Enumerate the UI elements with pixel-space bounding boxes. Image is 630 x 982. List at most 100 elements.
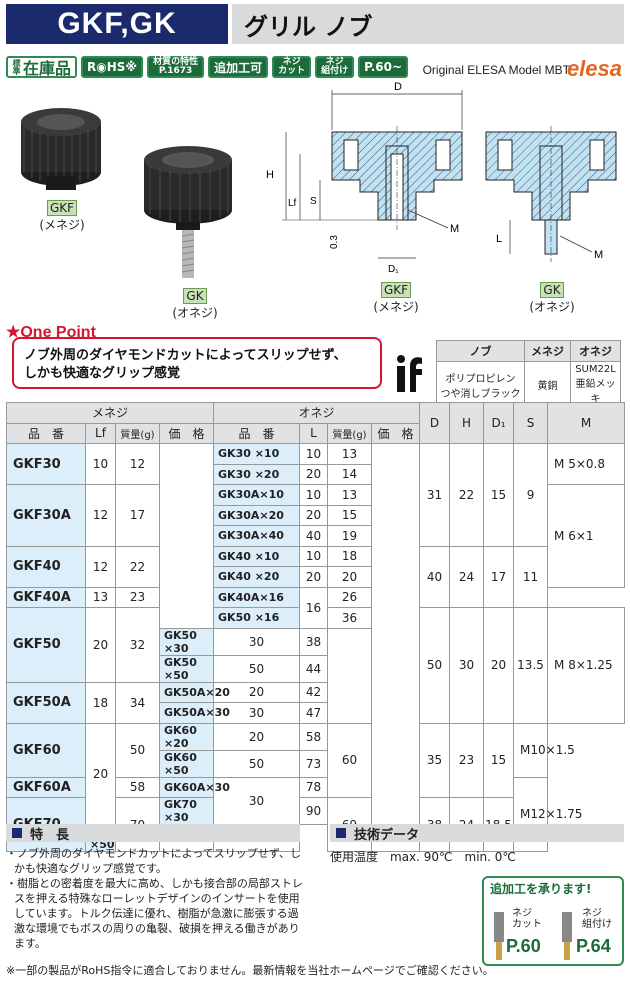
male-l: 20 <box>299 504 329 526</box>
mat-knob: ポリプロピレンつや消しブラック <box>436 361 525 408</box>
addwork-badge: 追加工可 <box>208 56 269 78</box>
col-H-header: H <box>449 402 485 444</box>
dim-Lf-label: Lf <box>288 198 297 209</box>
knob-photo-gkf <box>21 108 101 190</box>
col-code-header: 品 番 <box>6 422 86 444</box>
dim-H-label: H <box>266 169 274 181</box>
female-code: GKF40A <box>6 586 86 608</box>
col-l-header: L <box>299 422 329 444</box>
list-item: ・ノブ外周のダイヤモンドカットによってスリップせず、しかも快適なグリップ感覚です… <box>6 847 302 875</box>
dim-D: 31 <box>419 443 451 547</box>
process-asm-page[interactable]: P.64 <box>576 936 611 956</box>
one-point-box: ノブ外周のダイヤモンドカットによってスリップせず、 しかも快適なグリップ感覚 <box>12 337 382 389</box>
mat-header-male: オネジ <box>570 340 621 362</box>
mat-female: 黄銅 <box>524 361 571 408</box>
thread-M: M 8×1.25 <box>547 607 626 724</box>
male-code: GK30A×10 <box>213 484 301 506</box>
caption-gkf-photo: GKF(メネジ) <box>39 200 85 232</box>
dim-D1-label: D₁ <box>388 264 399 275</box>
male-code: GK60A×30 <box>158 776 230 798</box>
mat-header-female: メネジ <box>524 340 571 362</box>
female-code: GKF30A <box>6 484 86 547</box>
table-row: GK30 ×20 20 14 <box>7 463 625 485</box>
process-cut-label: ネジカット <box>512 908 542 930</box>
drawing-gkf: D H Lf S 0.3 D₁ M <box>266 81 463 275</box>
mat-header-knob: ノブ <box>436 340 525 362</box>
female-price <box>158 443 215 629</box>
dim-H: 35 <box>419 722 451 798</box>
process-box <box>482 876 624 966</box>
male-code: GK40A×16 <box>213 586 301 608</box>
product-name-title: グリル ノブ <box>232 4 624 44</box>
female-mass: 22 <box>115 545 160 588</box>
dim-S: 15 <box>483 722 515 798</box>
caption-gk-photo: GK(オネジ) <box>172 288 218 320</box>
male-code: GK40 ×10 <box>213 545 301 567</box>
male-l: 40 <box>299 525 329 547</box>
dim-S: 13.5 <box>513 607 549 724</box>
male-l: 20 <box>299 463 329 485</box>
nejicut-badge: ネジカット <box>272 56 312 78</box>
male-mass: 15 <box>327 504 373 526</box>
table-row: GK30A×40 40 19 <box>7 525 625 547</box>
female-code: GKF40 <box>6 545 86 588</box>
male-mass: 90 <box>299 797 329 825</box>
dim-03-label: 0.3 <box>329 235 340 249</box>
male-code: GK50 ×50 <box>158 654 215 683</box>
dim-M-label: M <box>450 223 459 235</box>
male-l: 20 <box>299 566 329 588</box>
male-code: GK30 ×20 <box>213 463 301 485</box>
dim-L-label: L <box>496 233 502 245</box>
male-code: GK50 ×30 <box>158 627 215 656</box>
group-male-header: オネジ <box>213 402 421 424</box>
table-row: GK60 ×50 50 73 <box>7 749 625 778</box>
dim-D: 40 <box>419 545 451 608</box>
female-code: GKF50 <box>6 607 86 683</box>
male-mass: 20 <box>327 566 373 588</box>
male-l: 10 <box>299 443 329 465</box>
female-lf: 20 <box>85 722 116 825</box>
female-lf: 10 <box>85 443 116 485</box>
nejikumi-badge: ネジ組付け <box>315 56 355 78</box>
spec-table: メネジ オネジ D H D₁ S M 品 番 Lf 質量(g) 価 格 品 番 … <box>5 402 626 852</box>
list-item: ・樹脂との密着度を最大に高め、しかも接合部の局部ストレスを押える特殊なローレット… <box>6 877 303 950</box>
process-cut-page[interactable]: P.60 <box>506 936 541 956</box>
male-mass: 18 <box>327 545 373 567</box>
dim-H: 24 <box>449 545 485 608</box>
col-mass-header: 質量(g) <box>115 422 160 444</box>
col-price-header: 価 格 <box>158 422 215 444</box>
male-mass: 13 <box>327 443 373 465</box>
page-badge[interactable]: P.60~ <box>358 56 409 78</box>
col-oprice-header: 価 格 <box>371 422 421 444</box>
features-list: ・ノブ外周のダイヤモンドカットによってスリップせず、しかも快適なグリップ感覚です… <box>6 846 306 951</box>
col-ocode-header: 品 番 <box>213 422 301 444</box>
process-title: 追加工を承ります! <box>490 882 592 896</box>
female-code: GKF30 <box>6 443 86 485</box>
male-code: GK50A×30 <box>158 702 230 724</box>
table-row: GKF30A 12 17 GK30A×10 10 13 M 6×1 <box>6 484 626 588</box>
male-l: 16 <box>299 586 329 629</box>
male-l: 10 <box>299 484 329 506</box>
one-point-title: ★One Point <box>6 324 96 341</box>
male-l: 30 <box>213 627 301 656</box>
female-lf: 12 <box>85 484 116 547</box>
table-row: GK50 ×50 50 44 <box>7 654 625 683</box>
wrench-asm-icon <box>562 912 572 960</box>
male-mass: 14 <box>327 463 373 485</box>
dim-D1: 17 <box>483 545 515 608</box>
female-lf: 13 <box>85 586 116 608</box>
male-mass: 44 <box>299 654 329 683</box>
col-D-header: D <box>419 402 451 444</box>
male-l: 20 <box>213 722 301 751</box>
drawing-gk: L M <box>485 126 617 262</box>
male-code: GK50A×20 <box>158 681 230 703</box>
female-lf: 18 <box>85 681 116 724</box>
table-row: GKF50A 18 34 GK50A×20 20 42 <box>6 681 625 724</box>
female-mass: 50 <box>115 722 160 778</box>
dim-M-gk-label: M <box>594 249 603 261</box>
group-female-header: メネジ <box>5 402 215 424</box>
male-mass: 13 <box>327 484 373 506</box>
